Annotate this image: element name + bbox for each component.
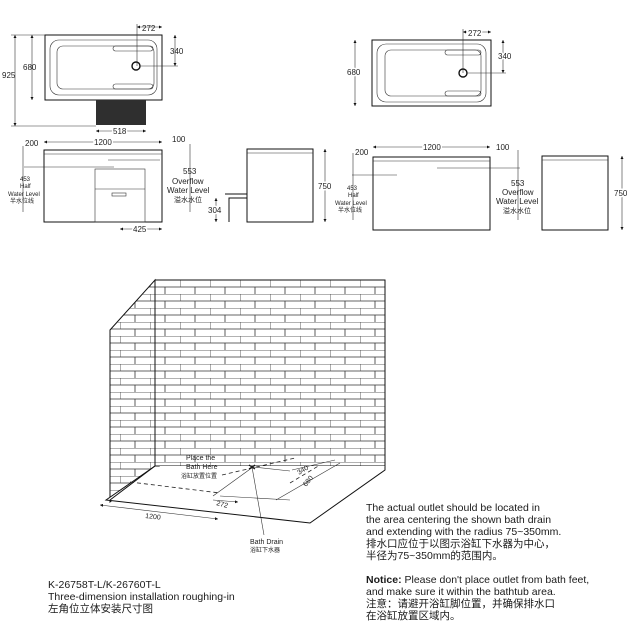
overflow-label: Overflow [502, 188, 534, 197]
tub-rim [49, 39, 158, 96]
dim-304: 304 [208, 206, 222, 215]
dim-272: 272 [142, 24, 156, 33]
bath-drain-label: Bath Drain [250, 539, 283, 546]
note-line: 半径为75~350mm的范围内。 [366, 550, 503, 562]
drain-icon [131, 61, 141, 71]
overflow-label: Overflow [172, 177, 204, 186]
overflow-water-level-label: Water Level [496, 197, 539, 206]
caption: K-26758T-L/K-26760T-L Three-dimension in… [48, 579, 235, 615]
half-label: Half [20, 184, 31, 190]
bath-drain-cn: 浴缸下水器 [250, 546, 280, 554]
dim-1200: 1200 [145, 513, 161, 522]
back-brick-wall [155, 280, 385, 466]
dim-272: 272 [468, 29, 482, 38]
dim-680: 680 [347, 68, 361, 77]
place-bath-label-2: Bath Here [186, 464, 218, 471]
caption-title: Three-dimension installation roughing-in [48, 591, 235, 603]
notice-text: Please don't place outlet from bath feet… [401, 574, 590, 586]
model-number: K-26758T-L/K-26760T-L [48, 579, 161, 591]
dim-925: 925 [2, 71, 16, 80]
armrest-bottom [112, 83, 154, 90]
dim-200: 200 [355, 148, 369, 157]
notice-line: 在浴缸放置区域内。 [366, 610, 461, 622]
tub-basin [56, 45, 155, 90]
caption-title-cn: 左角位立体安装尺寸图 [48, 603, 153, 615]
note-line: 排水口应位于以图示浴缸下水器为中心， [366, 538, 555, 550]
dim-680: 680 [23, 63, 37, 72]
notice-line: 注意：请避开浴缸脚位置，并确保排水口 [366, 598, 555, 610]
note-line: The actual outlet should be located in [366, 502, 540, 514]
half-cn-label: 半水位线 [338, 206, 362, 214]
half-cn-label: 半水位线 [10, 197, 34, 205]
dim-453: 453 [347, 186, 358, 192]
dim-272: 272 [215, 500, 228, 510]
roughing-in-3d: Place the Bath Here 浴缸放置位置 340 680 272 1… [99, 278, 386, 554]
overflow-cn-label: 溢水水位 [503, 206, 531, 215]
dim-340: 340 [170, 47, 184, 56]
skirt-step [96, 100, 146, 125]
dim-453: 453 [20, 177, 31, 183]
side-view-right: 750 [541, 155, 629, 231]
overflow-water-level-label: Water Level [167, 186, 210, 195]
notice-line: and make sure it within the bathtub area… [366, 586, 556, 598]
dim-200: 200 [25, 139, 39, 148]
plan-view-left: 925 680 272 340 518 [2, 24, 184, 138]
front-elevation-right: 1200 200 100 553 Overflow Water Level 溢水… [335, 142, 539, 231]
notice-line: Notice: Please don't place outlet from b… [366, 574, 589, 586]
dim-100: 100 [172, 135, 186, 144]
front-elevation-left: 1200 200 100 553 Overflow Water Level 溢水… [8, 135, 210, 236]
note-line: the area centering the shown bath drain [366, 514, 552, 526]
dim-553: 553 [511, 179, 525, 188]
note-line: and extending with the radius 75~350mm. [366, 526, 562, 538]
armrest-top [112, 45, 154, 52]
dim-100: 100 [496, 143, 510, 152]
dim-750: 750 [318, 182, 332, 191]
notice-label: Notice: [366, 574, 402, 586]
dim-1200: 1200 [94, 138, 112, 147]
dim-340: 340 [498, 52, 512, 61]
dim-750: 750 [614, 189, 628, 198]
half-label: Half [348, 193, 359, 199]
half-water-level-label: Water Level [8, 192, 40, 198]
dim-553: 553 [183, 167, 197, 176]
place-bath-cn: 浴缸放置位置 [181, 472, 217, 480]
side-view-left: 750 304 [207, 148, 333, 223]
dim-518: 518 [113, 127, 127, 136]
place-bath-label-1: Place the [186, 455, 215, 462]
dim-425: 425 [133, 225, 147, 234]
overflow-cn-label: 溢水水位 [174, 195, 202, 204]
plan-view-right: 680 272 340 [346, 28, 513, 107]
outlet-note: The actual outlet should be located in t… [366, 502, 589, 622]
tub-outline [44, 34, 163, 101]
dim-1200: 1200 [423, 143, 441, 152]
half-water-level-label: Water Level [335, 201, 367, 207]
